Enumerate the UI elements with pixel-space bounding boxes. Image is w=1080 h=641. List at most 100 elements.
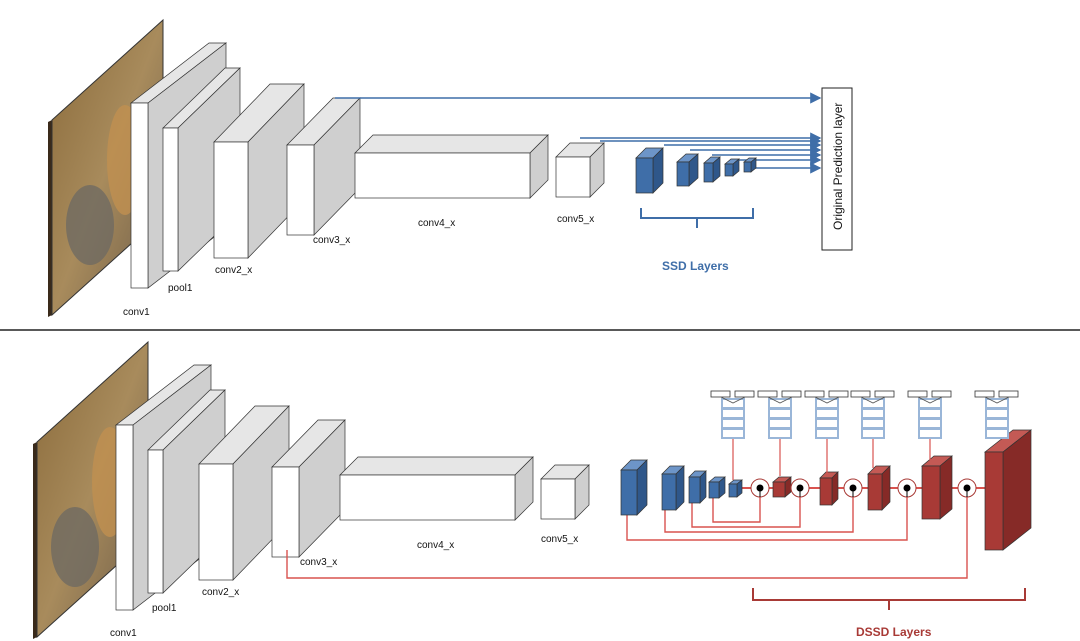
prediction-module xyxy=(710,390,755,480)
deconv-block xyxy=(819,471,839,506)
ssd-layers-label: SSD Layers xyxy=(662,259,729,273)
conv1-block-front xyxy=(115,424,134,611)
prediction-cell xyxy=(815,418,839,429)
label-pool1-bottom: pool1 xyxy=(152,603,177,614)
dssd-base-block xyxy=(728,479,743,498)
prediction-cell xyxy=(721,418,745,429)
dssd-base-block xyxy=(620,459,648,516)
ssd-brace xyxy=(640,208,754,228)
deconv-block-side xyxy=(831,471,839,506)
box-output xyxy=(781,390,802,398)
prediction-cell xyxy=(768,408,792,419)
deconv-block xyxy=(921,455,953,520)
label-conv3-bottom: conv3_x xyxy=(300,557,337,568)
ssd-layer-block-front xyxy=(724,163,734,177)
conv4-block-top xyxy=(354,134,549,154)
prediction-split xyxy=(720,396,746,404)
dssd-base-block-front xyxy=(708,481,720,499)
prediction-cell xyxy=(861,408,885,419)
prediction-cell xyxy=(815,398,839,409)
pool1-block-front xyxy=(162,127,179,272)
dssd-brace xyxy=(752,588,1026,610)
deconv-block xyxy=(772,476,792,498)
ssd-layer-block-front xyxy=(703,162,714,183)
class-output xyxy=(974,390,995,398)
prediction-cell xyxy=(985,398,1009,409)
prediction-cell xyxy=(861,428,885,439)
conv2-block-front xyxy=(213,141,249,259)
conv2-block xyxy=(213,83,305,259)
ssd-layer-block xyxy=(635,147,664,194)
prediction-cell xyxy=(918,408,942,419)
conv3-block xyxy=(286,97,361,236)
dssd-base-block-front xyxy=(728,483,738,498)
dssd-base-block-side xyxy=(699,470,707,504)
prediction-cell xyxy=(985,428,1009,439)
conv5-block xyxy=(555,142,605,198)
box-output xyxy=(734,390,755,398)
conv4-block xyxy=(339,456,534,521)
prediction-cell xyxy=(918,418,942,429)
prediction-cell xyxy=(861,418,885,429)
ssd-layer-block-front xyxy=(635,157,654,194)
skip-connection xyxy=(286,497,968,579)
label-conv1-bottom: conv1 xyxy=(110,628,137,639)
cat-photo xyxy=(51,507,99,587)
conv5-block xyxy=(540,464,590,520)
deconv-block-front xyxy=(921,465,941,520)
dssd-base-block-side xyxy=(636,459,648,516)
dssd-base-block xyxy=(708,476,726,499)
conv5-block-front xyxy=(540,478,576,520)
label-conv5: conv5_x xyxy=(557,214,594,225)
prediction-cell xyxy=(985,418,1009,429)
box-output xyxy=(998,390,1019,398)
ssd-layer-block-front xyxy=(676,161,690,187)
conv4-block xyxy=(354,134,549,199)
prediction-cell xyxy=(861,398,885,409)
prediction-cell xyxy=(721,398,745,409)
box-output xyxy=(931,390,952,398)
prediction-layer-label: Original Prediction layer xyxy=(831,103,845,230)
prediction-cell xyxy=(768,428,792,439)
class-output xyxy=(907,390,928,398)
box-output xyxy=(874,390,895,398)
skip-connection xyxy=(712,497,761,523)
prediction-cell xyxy=(985,408,1009,419)
prediction-module xyxy=(804,390,849,474)
dssd-base-block-front xyxy=(620,469,638,516)
prediction-cell xyxy=(918,428,942,439)
label-conv3: conv3_x xyxy=(313,235,350,246)
prediction-module xyxy=(974,390,1019,439)
skip-connection xyxy=(664,497,854,533)
dssd-base-block-front xyxy=(688,476,701,504)
class-output xyxy=(757,390,778,398)
ssd-layer-block xyxy=(703,156,721,183)
conv2-block-front xyxy=(198,463,234,581)
box-output xyxy=(828,390,849,398)
dssd-network xyxy=(33,340,590,639)
prediction-cell xyxy=(721,408,745,419)
prediction-cell xyxy=(768,418,792,429)
conv3-block xyxy=(271,419,346,558)
pool1-block-front xyxy=(147,449,164,594)
class-output xyxy=(804,390,825,398)
ssd-network xyxy=(48,18,605,317)
prediction-module xyxy=(850,390,895,468)
ssd-layer-block-front xyxy=(743,161,752,173)
prediction-split xyxy=(814,396,840,404)
ssd-layer-block xyxy=(676,153,699,187)
prediction-module xyxy=(757,390,802,476)
dssd-base-block xyxy=(688,470,707,504)
conv1-block-front xyxy=(130,102,149,289)
conv4-block-top xyxy=(339,456,534,476)
deconv-block-side xyxy=(939,455,953,520)
prediction-layer-box xyxy=(821,87,853,251)
prediction-cell xyxy=(815,428,839,439)
deconv-block-front xyxy=(867,473,883,511)
prediction-cell xyxy=(918,398,942,409)
dssd-base-block-front xyxy=(661,473,677,511)
dssd-base-block xyxy=(661,465,685,511)
class-output xyxy=(850,390,871,398)
